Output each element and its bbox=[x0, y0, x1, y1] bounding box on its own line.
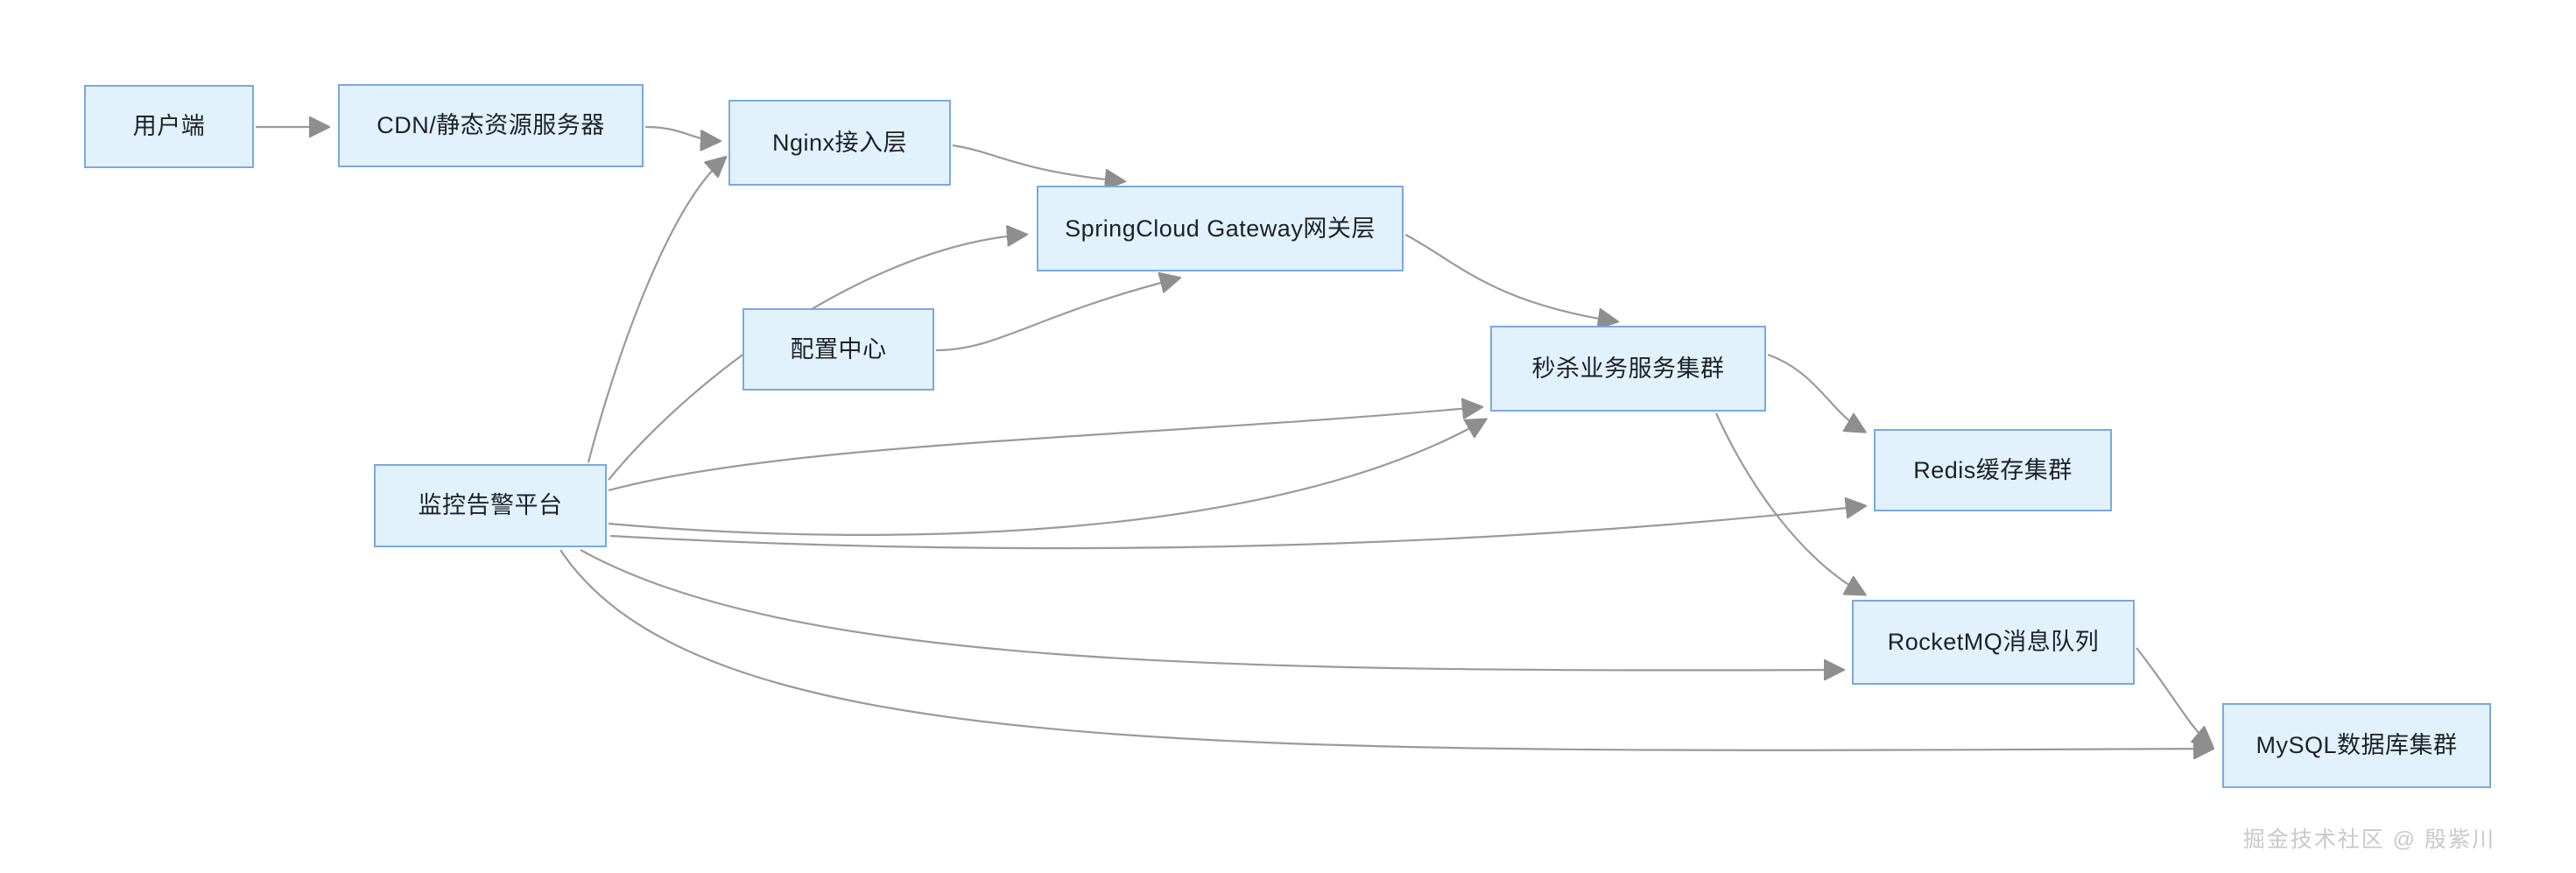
node-monitor[interactable]: 监控告警平台 bbox=[374, 464, 607, 547]
edge-monitor-to-rocketmq bbox=[580, 549, 1841, 670]
edge-gateway-to-seckill bbox=[1404, 234, 1615, 321]
edge-paths bbox=[256, 127, 2211, 750]
node-label: RocketMQ消息队列 bbox=[1887, 629, 2100, 656]
node-rocketmq[interactable]: RocketMQ消息队列 bbox=[1852, 600, 2135, 685]
node-label: Nginx接入层 bbox=[771, 129, 908, 156]
edge-cdn-to-nginx bbox=[644, 125, 718, 141]
edge-rocketmq-to-mysql bbox=[2136, 647, 2211, 745]
node-nginx[interactable]: Nginx接入层 bbox=[728, 100, 951, 186]
node-label: 用户端 bbox=[132, 113, 206, 140]
node-label: MySQL数据库集群 bbox=[2256, 732, 2458, 759]
node-label: 配置中心 bbox=[790, 335, 887, 363]
node-mysql[interactable]: MySQL数据库集群 bbox=[2222, 703, 2491, 788]
edge-seckill-to-redis bbox=[1767, 353, 1863, 431]
node-client[interactable]: 用户端 bbox=[84, 85, 254, 168]
node-gateway[interactable]: SpringCloud Gateway网关层 bbox=[1037, 186, 1404, 271]
node-redis[interactable]: Redis缓存集群 bbox=[1874, 429, 2112, 511]
node-cdn[interactable]: CDN/静态资源服务器 bbox=[338, 84, 644, 167]
node-label: 秒杀业务服务集群 bbox=[1531, 355, 1725, 382]
node-label: SpringCloud Gateway网关层 bbox=[1065, 215, 1376, 242]
edge-config-to-gateway bbox=[935, 278, 1178, 352]
edge-nginx-to-gateway bbox=[952, 144, 1123, 181]
node-seckill[interactable]: 秒杀业务服务集群 bbox=[1490, 326, 1766, 412]
edge-monitor-to-mysql bbox=[560, 549, 2211, 750]
edge-monitor-to-seckill bbox=[608, 407, 1480, 492]
edge-monitor-to-nginx bbox=[587, 158, 724, 463]
node-label: CDN/静态资源服务器 bbox=[377, 112, 605, 139]
watermark: 掘金技术社区 @ 殷紫川 bbox=[2242, 827, 2495, 852]
edge-monitor-to-seckill bbox=[608, 420, 1484, 536]
node-label: Redis缓存集群 bbox=[1913, 456, 2073, 483]
edge-monitor-to-redis bbox=[609, 506, 1863, 550]
edge-seckill-to-rocketmq bbox=[1714, 412, 1863, 594]
node-config[interactable]: 配置中心 bbox=[743, 308, 934, 391]
node-label: 监控告警平台 bbox=[418, 492, 563, 519]
